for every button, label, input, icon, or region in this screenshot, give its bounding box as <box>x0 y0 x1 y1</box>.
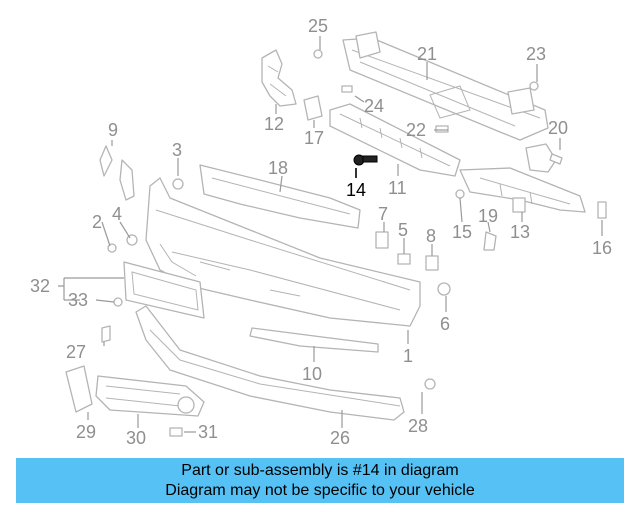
bumper-cover <box>145 177 421 327</box>
callout-23: 23 <box>526 44 546 64</box>
banner-line-1: Part or sub-assembly is #14 in diagram <box>181 461 459 479</box>
upper-trim <box>199 164 361 229</box>
callout-18: 18 <box>268 158 288 178</box>
license-bracket <box>123 261 205 319</box>
clip-17 <box>303 95 323 121</box>
callout-8: 8 <box>426 226 436 246</box>
lower-valance <box>135 305 405 421</box>
callout-27: 27 <box>66 342 86 362</box>
banner-line-2: Diagram may not be specific to your vehi… <box>165 481 475 499</box>
energy-absorber <box>329 103 461 177</box>
fasteners <box>99 49 607 437</box>
callout-31: 31 <box>198 422 218 442</box>
impact-bar <box>342 31 549 141</box>
callout-14: 14 <box>346 180 366 200</box>
callout-16: 16 <box>592 238 612 258</box>
callout-30: 30 <box>126 428 146 448</box>
callout-32: 32 <box>30 276 50 296</box>
callout-2: 2 <box>92 212 102 232</box>
callout-28: 28 <box>408 416 428 436</box>
callout-4: 4 <box>112 204 122 224</box>
callout-6: 6 <box>440 314 450 334</box>
callout-12: 12 <box>264 114 284 134</box>
callout-19: 19 <box>478 206 498 226</box>
fog-cover-left <box>65 365 93 413</box>
callout-10: 10 <box>302 364 322 384</box>
part-14-fastener <box>353 154 378 166</box>
callout-20: 20 <box>548 118 568 138</box>
callout-11: 11 <box>388 178 407 198</box>
callout-1: 1 <box>403 346 413 366</box>
callout-26: 26 <box>330 428 350 448</box>
leader-lines <box>58 36 603 433</box>
callout-29: 29 <box>76 422 96 442</box>
fog-grille <box>95 375 205 417</box>
side-bracket-left <box>261 49 297 107</box>
callout-7: 7 <box>378 204 388 224</box>
callout-3: 3 <box>172 140 182 160</box>
callout-9: 9 <box>108 120 118 140</box>
callout-labels: 25 21 23 24 12 17 22 20 9 3 18 14 11 2 4… <box>30 16 612 448</box>
side-bracket-right <box>459 167 586 213</box>
lower-strip <box>249 327 379 353</box>
callout-33: 33 <box>68 290 88 310</box>
callout-24: 24 <box>364 96 384 116</box>
info-banner: Part or sub-assembly is #14 in diagram D… <box>16 458 624 503</box>
mount-20 <box>525 143 557 173</box>
callout-13: 13 <box>510 222 530 242</box>
callout-5: 5 <box>398 220 408 240</box>
callout-22: 22 <box>406 120 426 140</box>
callout-17: 17 <box>304 128 324 148</box>
callout-21: 21 <box>417 44 437 64</box>
callout-15: 15 <box>452 222 472 242</box>
callout-25: 25 <box>308 16 328 36</box>
parts-diagram: 25 21 23 24 12 17 22 20 9 3 18 14 11 2 4… <box>30 16 612 448</box>
